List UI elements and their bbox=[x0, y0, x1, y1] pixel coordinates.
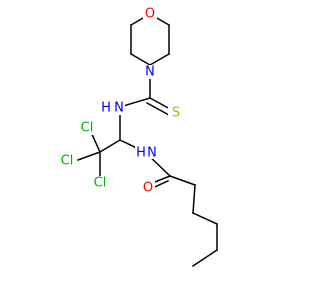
label-cl-2: Cl bbox=[61, 154, 74, 169]
atom-cl-3: Cl bbox=[90, 176, 110, 191]
label-s-thione: S bbox=[172, 106, 180, 121]
bond-chain-5 bbox=[191, 248, 219, 268]
atom-cl-1: Cl bbox=[77, 121, 97, 136]
atom-o-ring: O bbox=[143, 7, 157, 22]
atom-nh-lower: H N bbox=[135, 145, 165, 161]
label-n-upper: N bbox=[114, 101, 124, 116]
label-n-ring: N bbox=[145, 65, 155, 80]
bond-ring-se-n bbox=[148, 52, 171, 67]
atom-n-ring: N bbox=[143, 65, 157, 80]
label-h-lower: H bbox=[136, 146, 146, 161]
bond-thione-2 bbox=[145, 101, 171, 117]
label-o-ring: O bbox=[145, 7, 155, 22]
label-h-upper: H bbox=[101, 101, 111, 116]
bond-chain-3 bbox=[192, 212, 218, 225]
atom-s-thione: S bbox=[168, 106, 182, 121]
atom-o-carbonyl: O bbox=[141, 181, 155, 196]
bond-c-cl2 bbox=[77, 151, 101, 161]
bond-chain-2 bbox=[192, 184, 196, 214]
atom-nh-upper: H N bbox=[95, 101, 125, 116]
label-cl-1: Cl bbox=[81, 121, 94, 136]
atom-cl-2: Cl bbox=[57, 154, 77, 169]
label-o-carbonyl: O bbox=[143, 181, 153, 196]
bond-ch-ccl3 bbox=[98, 138, 122, 154]
label-n-lower: N bbox=[147, 146, 157, 161]
bond-chain-1 bbox=[169, 175, 196, 186]
label-cl-3: Cl bbox=[94, 176, 107, 191]
bond-ring-n-sw bbox=[129, 52, 152, 67]
molecule-structure: O N S H N H N O Cl Cl Cl bbox=[57, 6, 219, 268]
